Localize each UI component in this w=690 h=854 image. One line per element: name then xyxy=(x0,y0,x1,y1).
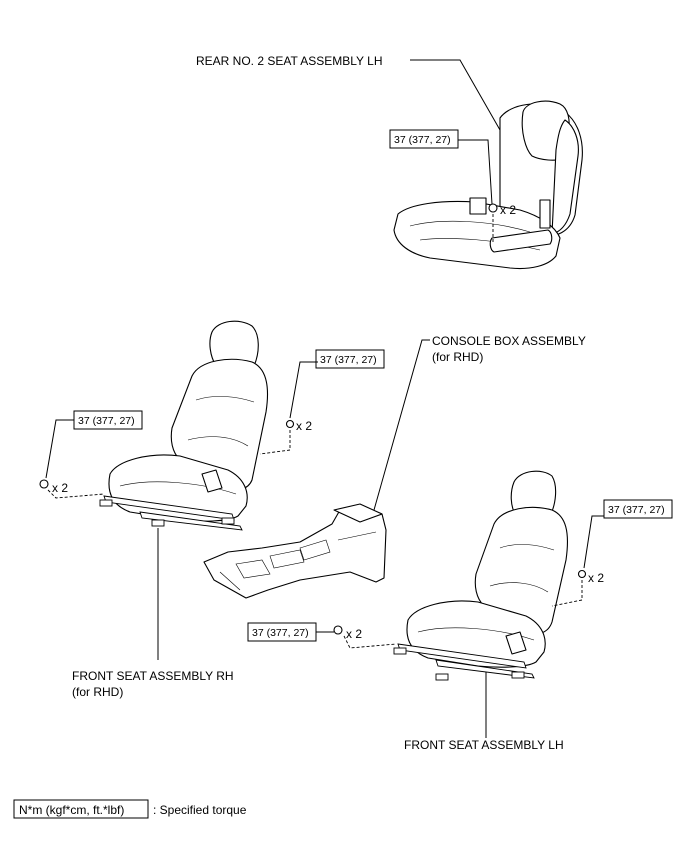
torque-qty: x 2 xyxy=(588,571,604,585)
torque-box-front-lh-left: 37 (377, 27) x 2 xyxy=(247,622,362,642)
torque-value: 37 (377, 27) xyxy=(608,504,665,516)
front-lh-dashed-1 xyxy=(551,580,583,607)
torque-qty: x 2 xyxy=(346,627,362,641)
legend: N*m (kgf*cm, ft.*lbf) : Specified torque xyxy=(13,799,247,819)
rear-seat-label: REAR NO. 2 SEAT ASSEMBLY LH xyxy=(196,54,383,68)
torque-box-front-rh-right: 37 (377, 27) x 2 xyxy=(296,349,385,433)
torque-value: 37 (377, 27) xyxy=(394,134,451,146)
console-label-line1: CONSOLE BOX ASSEMBLY xyxy=(432,334,586,348)
torque-value: 37 (377, 27) xyxy=(320,354,377,366)
rear-seat-illustration xyxy=(393,100,583,270)
rear-torque-leader xyxy=(458,139,493,205)
front-rh-seat-illustration xyxy=(39,320,295,531)
front-lh-seat-illustration xyxy=(333,470,587,681)
front-rh-dashed-2 xyxy=(259,430,291,455)
torque-value: 37 (377, 27) xyxy=(78,415,135,427)
console-leader-line xyxy=(373,339,430,511)
rear-seat-leader-line xyxy=(410,59,501,131)
torque-value: 37 (377, 27) xyxy=(252,627,309,639)
front-lh-label: FRONT SEAT ASSEMBLY LH xyxy=(404,738,564,752)
torque-box-rear: 37 (377, 27) x 2 xyxy=(389,129,516,217)
legend-unit-box xyxy=(13,799,149,819)
legend-description: : Specified torque xyxy=(153,803,247,817)
front-rh-torque-leader-1 xyxy=(45,419,74,479)
front-rh-dashed-1 xyxy=(47,489,105,499)
torque-box-front-lh-right: 37 (377, 27) x 2 xyxy=(588,499,673,585)
front-rh-label-line1: FRONT SEAT ASSEMBLY RH xyxy=(72,669,234,683)
torque-qty: x 2 xyxy=(500,203,516,217)
torque-box-front-rh-left: 37 (377, 27) x 2 xyxy=(52,410,143,495)
legend-unit-text: N*m (kgf*cm, ft.*lbf) xyxy=(19,803,124,817)
console-box-illustration xyxy=(203,503,387,599)
console-label-line2: (for RHD) xyxy=(432,350,483,364)
torque-qty: x 2 xyxy=(52,481,68,495)
front-rh-torque-leader-2 xyxy=(289,361,318,419)
torque-qty: x 2 xyxy=(296,419,312,433)
front-rh-label-line2: (for RHD) xyxy=(72,685,123,699)
front-lh-torque-leader-1 xyxy=(583,515,604,569)
